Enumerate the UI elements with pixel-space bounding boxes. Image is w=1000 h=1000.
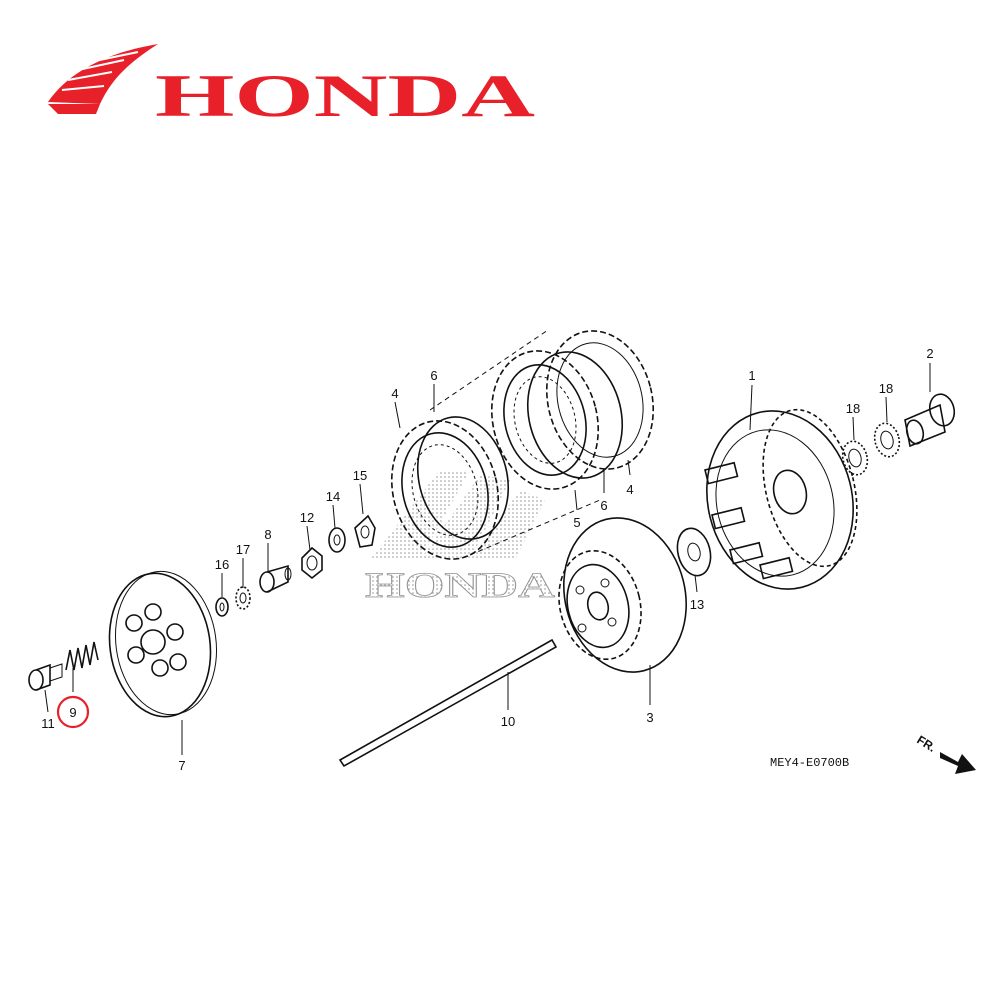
lock-plate — [354, 514, 376, 548]
front-direction-indicator: FR. — [914, 733, 976, 774]
lock-nut — [301, 546, 323, 580]
callout-17: 17 — [236, 542, 250, 557]
leader-lines — [44, 363, 931, 755]
clutch-center — [558, 517, 687, 673]
pressure-plate — [108, 570, 218, 718]
lifter-piece — [259, 564, 292, 593]
needle-bearing-a — [841, 440, 869, 476]
friction-plate-front — [390, 420, 500, 560]
lifter-rod — [338, 638, 558, 768]
clutch-outer — [704, 408, 858, 590]
lifter-bearing — [235, 586, 251, 610]
callout-4-front: 4 — [391, 386, 398, 401]
outer-guide-collar — [904, 393, 956, 448]
callout-labels: 1 2 3 4 4 5 6 6 7 8 9 10 11 12 13 14 15 … — [41, 346, 933, 773]
callout-12: 12 — [300, 510, 314, 525]
brand-name: HONDA — [155, 63, 535, 129]
callout-8: 8 — [264, 527, 271, 542]
honda-wing-logo — [48, 44, 158, 114]
needle-bearing-b — [873, 422, 901, 458]
callout-5: 5 — [573, 515, 580, 530]
lock-washer — [328, 527, 346, 553]
small-washer — [215, 597, 229, 617]
callout-10: 10 — [501, 714, 515, 729]
watermark-text: HONDA — [365, 565, 555, 605]
callout-16: 16 — [215, 557, 229, 572]
flange-bolt — [28, 663, 63, 691]
callout-2: 2 — [926, 346, 933, 361]
clutch-plate-front — [416, 416, 510, 540]
clutch-spring — [65, 641, 99, 671]
diagram-code: MEY4-E0700B — [770, 756, 849, 770]
callout-6-front: 6 — [430, 368, 437, 383]
plate-stack-outline — [429, 329, 601, 556]
callout-7: 7 — [178, 758, 185, 773]
callout-4-rear: 4 — [626, 482, 633, 497]
callout-13: 13 — [690, 597, 704, 612]
callout-3: 3 — [646, 710, 653, 725]
callout-1: 1 — [748, 368, 755, 383]
clutch-plate-rear — [526, 351, 624, 479]
highlight-ring — [56, 695, 90, 729]
callout-15: 15 — [353, 468, 367, 483]
callout-18-a: 18 — [846, 401, 860, 416]
callout-14: 14 — [326, 489, 340, 504]
callout-9: 9 — [69, 705, 76, 720]
thrust-washer — [676, 527, 712, 577]
direction-label: FR. — [914, 733, 938, 755]
callout-11: 11 — [41, 716, 55, 731]
callout-18-b: 18 — [879, 381, 893, 396]
watermark: HONDA — [365, 470, 555, 605]
callout-6-rear: 6 — [600, 498, 607, 513]
friction-plate-back — [545, 330, 655, 470]
friction-plate-rear — [490, 350, 600, 490]
arrow-right-icon — [940, 752, 976, 774]
